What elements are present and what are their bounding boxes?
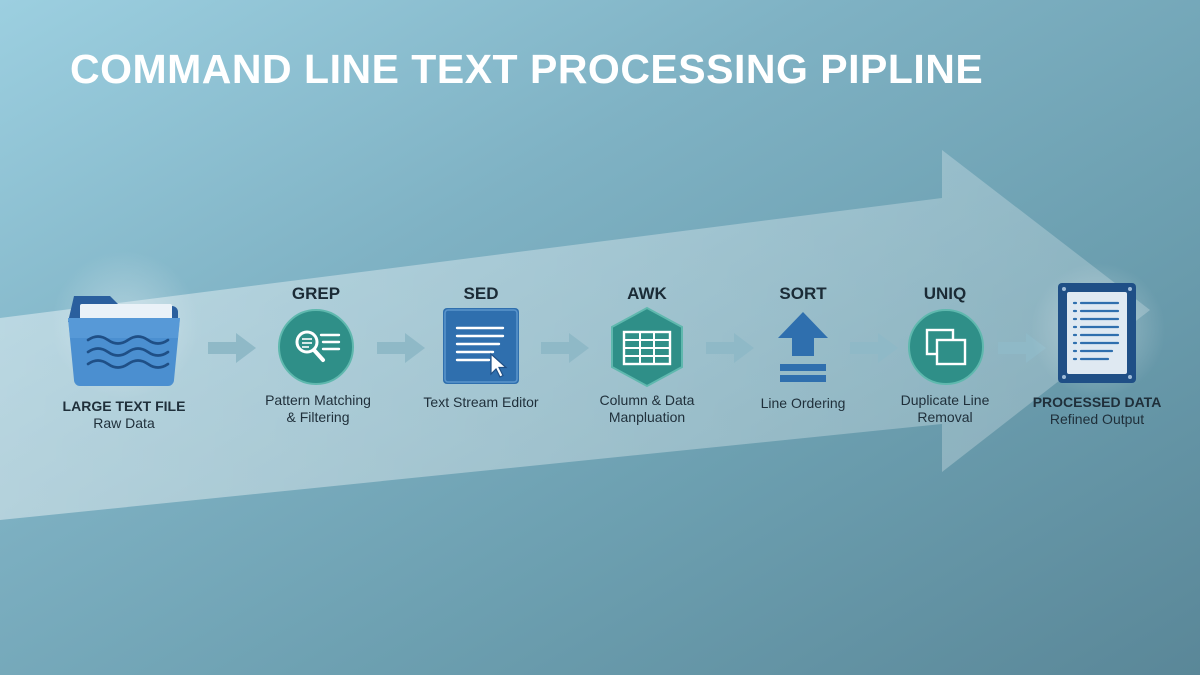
stage-desc-line2: Removal: [917, 409, 973, 425]
stage-sub: Raw Data: [93, 415, 155, 431]
text-editor-cursor-icon: [443, 308, 519, 384]
duplicate-squares-icon: [908, 309, 984, 385]
stage-name: UNIQ: [923, 284, 967, 303]
flow-arrow-6: [998, 333, 1046, 363]
stage-desc-line1: Duplicate Line: [900, 392, 990, 408]
sort-up-arrow-icon: [778, 312, 828, 382]
stage-desc-line2: Manpluation: [608, 409, 686, 425]
stage-desc-line1: Column & Data: [599, 392, 695, 408]
stage-sub: Refined Output: [1049, 411, 1145, 427]
folder-icon: [68, 296, 180, 386]
stage-desc-line1: Pattern Matching: [265, 392, 371, 408]
stage-name: AWK: [627, 284, 667, 303]
magnifier-list-icon: [278, 309, 354, 385]
stage-name: SORT: [779, 284, 827, 303]
flow-arrow-1: [208, 333, 256, 363]
page-title: COMMAND LINE TEXT PROCESSING PIPLINE: [70, 46, 984, 92]
stage-label: LARGE TEXT FILE: [62, 398, 186, 414]
stage-name: SED: [463, 284, 499, 303]
stage-desc-line1: Text Stream Editor: [423, 394, 539, 410]
document-output-icon: [1058, 283, 1136, 383]
stage-label: PROCESSED DATA: [1032, 394, 1162, 410]
stage-desc-line1: Line Ordering: [760, 395, 846, 411]
table-hexagon-icon: [611, 306, 683, 388]
flow-arrow-2: [377, 333, 425, 363]
stage-desc-line2: & Filtering: [286, 409, 350, 425]
flow-arrow-3: [541, 333, 589, 363]
stage-name: GREP: [291, 284, 341, 303]
flow-arrow-4: [706, 333, 754, 363]
flow-arrow-5: [850, 333, 898, 363]
